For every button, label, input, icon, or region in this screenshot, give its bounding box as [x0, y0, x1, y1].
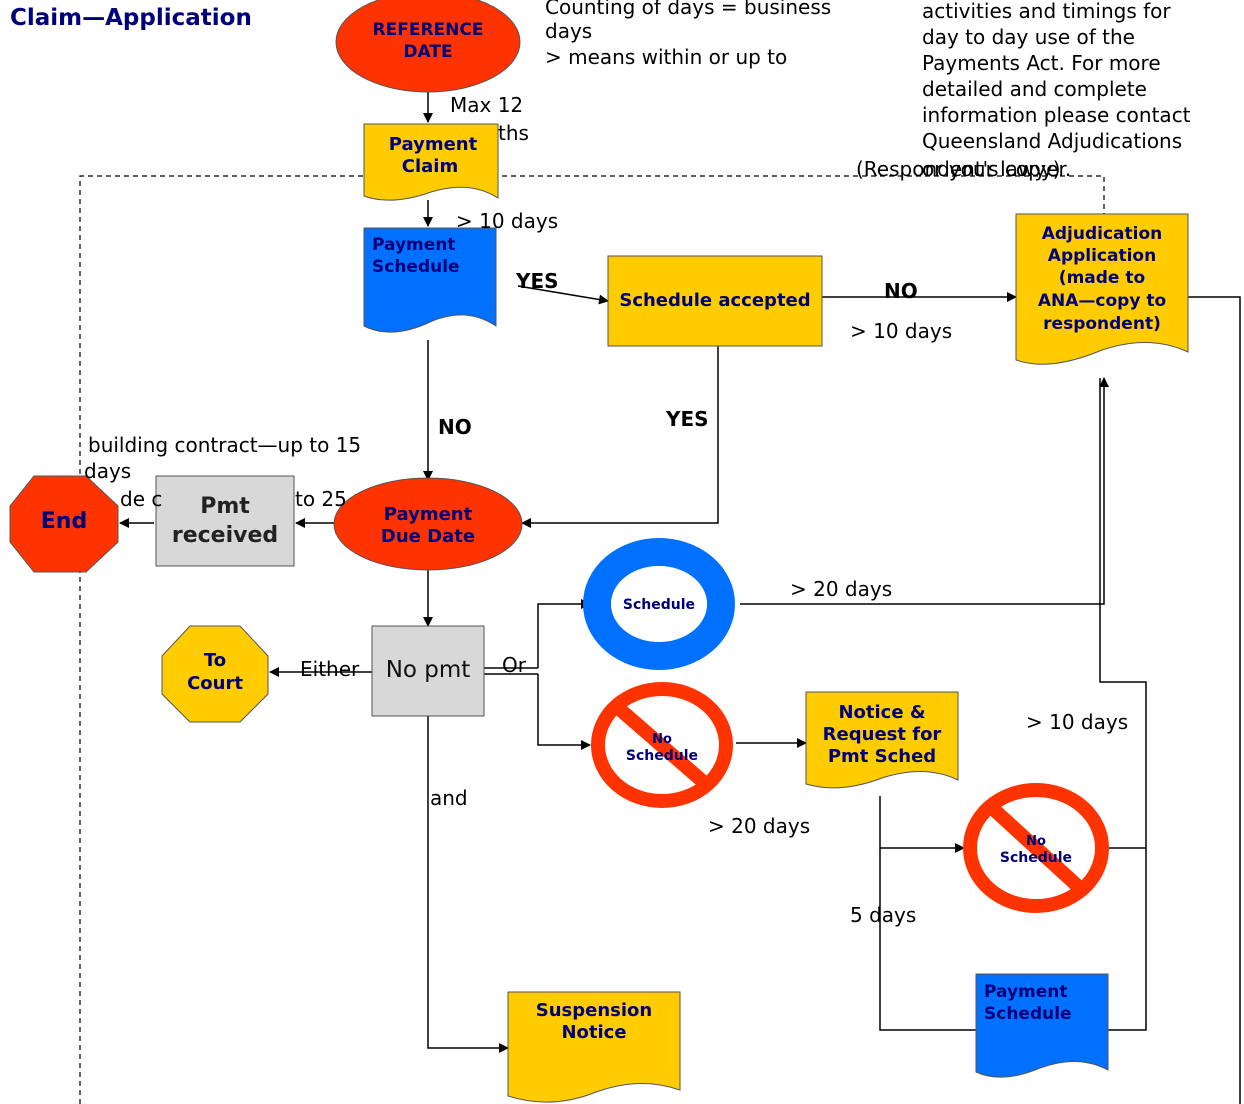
note-line-2: day to day use of the — [922, 25, 1135, 49]
label-five-days: 5 days — [850, 903, 917, 927]
schedule-ring-node — [583, 538, 735, 670]
adjudication-label-1: Adjudication — [1041, 224, 1163, 244]
no-pmt-node — [371, 625, 485, 717]
connectors — [119, 92, 1241, 1104]
note-line-7: or your lawyer. — [922, 157, 1072, 181]
adjudication-label-2: Application — [1047, 246, 1157, 266]
no-schedule-2-label-1: No — [1026, 834, 1046, 849]
payment-claim-label-1: Payment — [388, 134, 478, 155]
reference-date-node — [335, 0, 521, 93]
suspension-notice-node — [507, 991, 681, 1103]
payment-due-date-label-1: Payment — [383, 504, 473, 525]
note-line-5: information please contact — [922, 103, 1191, 127]
label-yes-b: YES — [666, 407, 709, 431]
note-line-4: detailed and complete — [922, 77, 1147, 101]
payment-schedule-node-2 — [975, 973, 1109, 1078]
label-within-10-b: > 10 days — [850, 319, 953, 343]
page-title: Claim—Application — [10, 5, 252, 31]
label-within-20-a: > 20 days — [790, 577, 893, 601]
label-trade-b: to 25 — [295, 487, 347, 511]
payment-claim-label-2: Claim — [401, 156, 459, 177]
label-and: and — [430, 786, 468, 810]
to-court-label-1: To — [203, 650, 227, 671]
note-line-3: Payments Act. For more — [922, 51, 1161, 75]
label-building-days: days — [84, 459, 132, 483]
payment-schedule-label-1: Payment — [372, 235, 456, 255]
payment-due-date-node — [333, 477, 523, 571]
payment-schedule-2-label-2: Schedule — [984, 1004, 1072, 1024]
adjudication-label-4: ANA—copy to — [1037, 291, 1167, 311]
schedule-ring-label: Schedule — [622, 597, 696, 613]
payment-schedule-2-label-1: Payment — [984, 982, 1068, 1002]
reference-date-label-2: DATE — [403, 42, 453, 62]
no-schedule-1-label-1: No — [652, 732, 672, 747]
schedule-accepted-node — [607, 255, 823, 347]
suspension-label-2: Notice — [561, 1022, 627, 1043]
label-building: building contract—up to 15 — [88, 433, 362, 457]
label-max12: Max 12 — [450, 93, 524, 117]
notice-request-label-3: Pmt Sched — [827, 746, 937, 767]
legend-means: > means within or up to — [545, 45, 788, 69]
adjudication-node — [1015, 213, 1189, 365]
payment-due-date-label-2: Due Date — [380, 526, 476, 547]
pmt-received-label-2: received — [171, 523, 279, 548]
adjudication-label-3: (made to — [1058, 268, 1146, 288]
end-label: End — [40, 509, 88, 534]
payment-claim-node — [363, 123, 499, 201]
payment-schedule-node — [363, 227, 497, 333]
label-trade-a: de c — [120, 487, 163, 511]
label-no-a: NO — [884, 279, 918, 303]
to-court-node — [161, 625, 269, 723]
notice-request-node — [805, 691, 959, 789]
no-pmt-label: No pmt — [385, 657, 471, 683]
legend-counting: Counting of days = business — [545, 0, 832, 19]
respondent-copy-boundary — [79, 175, 1105, 1104]
pmt-received-node — [155, 475, 295, 567]
label-or: Or — [502, 653, 526, 677]
notice-request-label-2: Request for — [822, 724, 942, 745]
no-schedule-2-label-2: Schedule — [999, 850, 1073, 866]
label-no-b: NO — [438, 415, 472, 439]
label-within-10-a: > 10 days — [456, 209, 559, 233]
legend-counting-cont: days — [545, 19, 593, 43]
no-schedule-node-2 — [963, 783, 1109, 913]
notice-request-label-1: Notice & — [838, 702, 926, 723]
payment-schedule-label-2: Schedule — [372, 257, 460, 277]
label-yes-a: YES — [516, 269, 559, 293]
pmt-received-label-1: Pmt — [200, 494, 250, 519]
reference-date-label-1: REFERENCE — [372, 20, 484, 40]
label-respondent-copy: (Respondent's copy) — [856, 157, 1061, 181]
end-node — [9, 475, 119, 573]
adjudication-label-5: respondent) — [1043, 314, 1161, 334]
label-ths: ths — [498, 121, 529, 145]
note-line-1: activities and timings for — [922, 0, 1171, 23]
note-line-6: Queensland Adjudications — [922, 129, 1183, 153]
to-court-label-2: Court — [187, 673, 243, 694]
label-within-10-c: > 10 days — [1026, 710, 1129, 734]
no-schedule-1-label-2: Schedule — [625, 748, 699, 764]
suspension-label-1: Suspension — [535, 1000, 653, 1021]
no-schedule-node-1 — [591, 682, 733, 808]
schedule-accepted-label: Schedule accepted — [619, 290, 811, 311]
label-either: Either — [300, 657, 360, 681]
label-within-20-b: > 20 days — [708, 814, 811, 838]
